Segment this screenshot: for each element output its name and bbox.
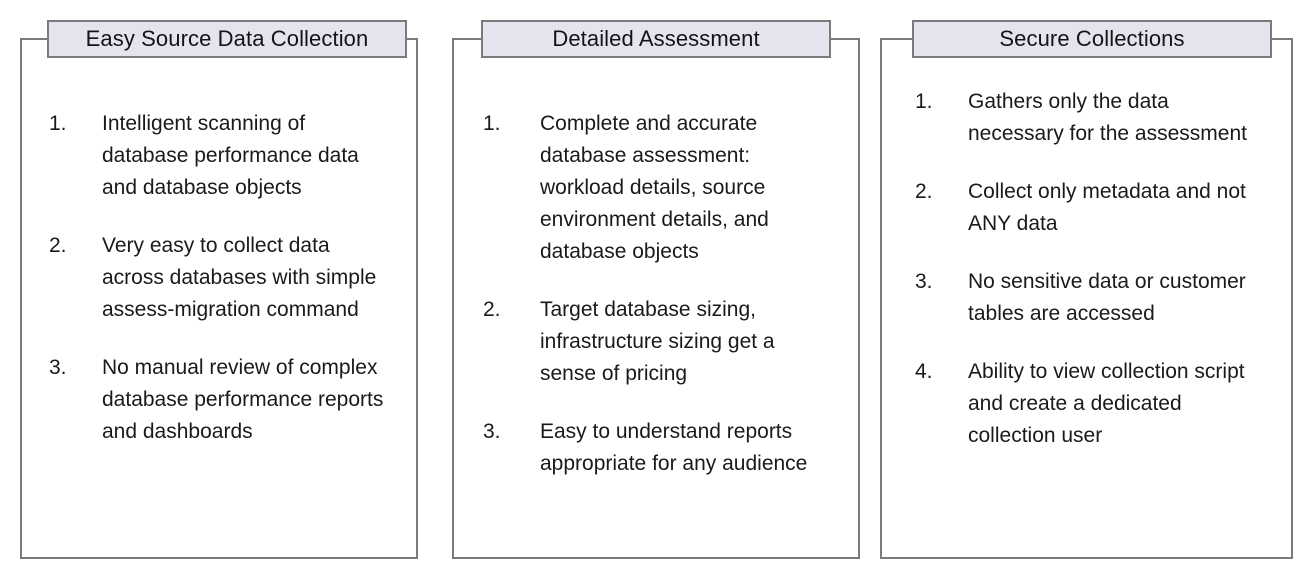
list-item-number: 3. xyxy=(49,356,67,379)
list-item-text: Easy to understand reports appropriate f… xyxy=(540,420,808,475)
list-item-text: Gathers only the data necessary for the … xyxy=(968,90,1247,145)
panel-easy-source-data-collection: 1. Intelligent scanning of database perfo… xyxy=(20,38,418,559)
list-item-number: 1. xyxy=(483,112,501,135)
list-item: 1. Intelligent scanning of database perfo… xyxy=(49,108,389,204)
list-item-text: No sensitive data or customer tables are… xyxy=(968,270,1246,325)
panel-header-easy-source-data-collection: Easy Source Data Collection xyxy=(47,20,407,58)
list-item: 2. Target database sizing, infrastructure… xyxy=(483,294,828,390)
list-item-text: Collect only metadata and not ANY data xyxy=(968,180,1246,235)
panel-list: 1. Intelligent scanning of database perfo… xyxy=(49,108,389,448)
panel-list: 1. Gathers only the data necessary for th… xyxy=(915,86,1265,452)
list-item-text: Very easy to collect data across databas… xyxy=(102,234,377,321)
list-item-number: 1. xyxy=(49,112,67,135)
list-item-text: Target database sizing, infrastructure s… xyxy=(540,298,775,385)
list-item: 2. Collect only metadata and not ANY data xyxy=(915,176,1265,240)
list-item: 4. Ability to view collection script and … xyxy=(915,356,1265,452)
list-item: 1. Gathers only the data necessary for th… xyxy=(915,86,1265,150)
list-item-number: 1. xyxy=(915,90,933,113)
panel-secure-collections: 1. Gathers only the data necessary for th… xyxy=(880,38,1293,559)
panel-detailed-assessment: 1. Complete and accurate database assessm… xyxy=(452,38,860,559)
list-item-text: Intelligent scanning of database perform… xyxy=(102,112,359,199)
list-item: 3. No manual review of complex database p… xyxy=(49,352,389,448)
list-item-text: No manual review of complex database per… xyxy=(102,356,384,443)
panel-title: Detailed Assessment xyxy=(552,26,760,51)
list-item: 3. Easy to understand reports appropriate… xyxy=(483,416,828,480)
list-item-number: 3. xyxy=(915,270,933,293)
list-item-number: 2. xyxy=(483,298,501,321)
panel-list: 1. Complete and accurate database assessm… xyxy=(483,108,828,480)
list-item-number: 4. xyxy=(915,360,933,383)
list-item: 2. Very easy to collect data across datab… xyxy=(49,230,389,326)
panel-title: Secure Collections xyxy=(999,26,1185,51)
list-item-text: Complete and accurate database assessmen… xyxy=(540,112,769,263)
list-item: 3. No sensitive data or customer tables a… xyxy=(915,266,1265,330)
list-item-number: 3. xyxy=(483,420,501,443)
list-item-number: 2. xyxy=(49,234,67,257)
list-item-text: Ability to view collection script and cr… xyxy=(968,360,1245,447)
panel-header-secure-collections: Secure Collections xyxy=(912,20,1272,58)
list-item: 1. Complete and accurate database assessm… xyxy=(483,108,828,268)
panel-title: Easy Source Data Collection xyxy=(85,26,369,51)
panel-header-detailed-assessment: Detailed Assessment xyxy=(481,20,831,58)
list-item-number: 2. xyxy=(915,180,933,203)
